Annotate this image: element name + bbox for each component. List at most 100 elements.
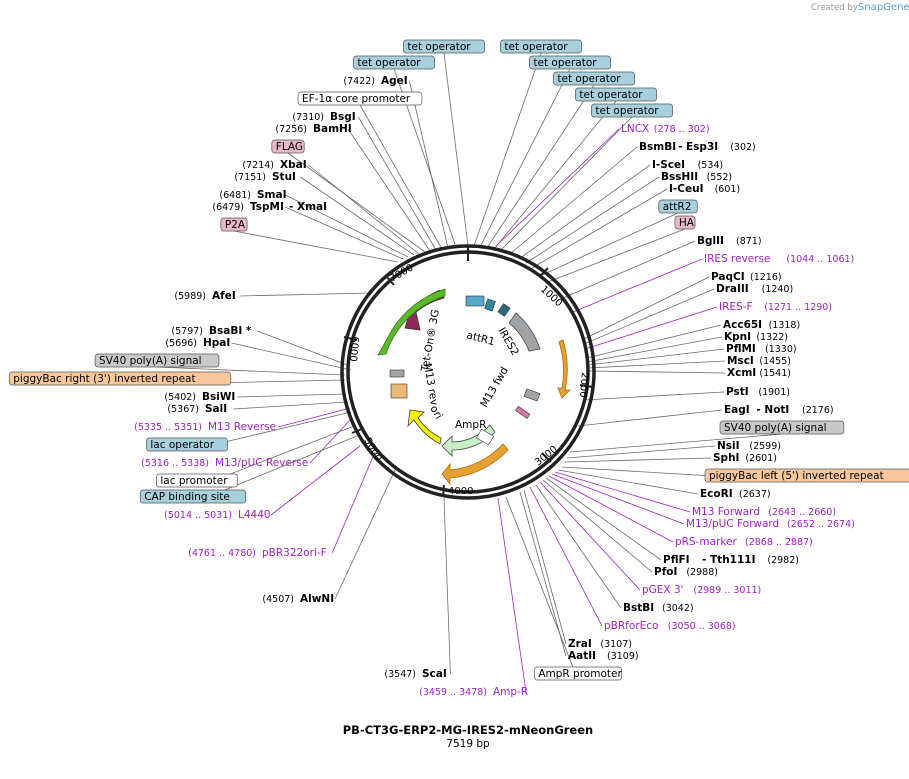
map-label-57: (1271 .. 1290)IRES-F <box>719 301 832 313</box>
site-name: PstI <box>726 386 749 398</box>
leader-line <box>284 206 404 260</box>
map-label-65: (552)BssHII <box>661 171 732 183</box>
primer-name: Amp-R <box>493 686 528 698</box>
leader-line <box>309 417 353 464</box>
inner-label-ori: ori <box>427 404 444 422</box>
site-name: EcoRI <box>700 488 733 500</box>
leader-line <box>545 477 662 561</box>
site-name: TspMI <box>250 201 284 213</box>
site-name: I-SceI <box>652 159 685 171</box>
leader-line <box>270 445 361 516</box>
inner-label-attr1: attR1 <box>465 329 496 348</box>
map-label-54: (1330) PflMI <box>726 343 797 355</box>
leader-line <box>587 348 725 366</box>
leader-line <box>331 451 376 554</box>
site-position: (302) <box>730 142 756 153</box>
leader-line <box>569 433 782 453</box>
site-name: DraIII <box>716 283 749 295</box>
map-label-31: (4507)AlwNI <box>262 593 334 605</box>
site-position: (1318) <box>769 320 801 331</box>
leader-line <box>583 288 715 345</box>
map-label-36: (3107) ZraI <box>568 638 632 650</box>
feature-label: lac promoter <box>160 475 228 487</box>
primer-position: (3050 .. 3068) <box>668 621 736 632</box>
map-label-23: (5367)SalI <box>167 403 227 415</box>
piggybac-left-block <box>515 405 531 419</box>
primer-position: (2652 .. 2674) <box>787 519 855 530</box>
leader-line <box>359 104 443 250</box>
leader-line <box>347 128 431 252</box>
leader-line <box>287 152 426 253</box>
feature-label: HA <box>679 217 695 229</box>
sv40-block-left <box>389 369 405 378</box>
site-name: I-CeuI <box>669 183 703 195</box>
ring-ticks <box>343 246 594 498</box>
map-label-43: (2652 .. 2674)M13/pUC Forward <box>686 518 855 530</box>
map-label-24: (5335 .. 5351)M13 Reverse <box>134 421 276 433</box>
site-name: ZraI <box>568 638 592 650</box>
feature-label: tet operator <box>557 73 621 85</box>
feature-label: tet operator <box>595 105 659 117</box>
feature-box <box>529 55 611 70</box>
site-position: (3547) <box>384 669 416 680</box>
site-position: (6481) <box>219 190 251 201</box>
site-name: AfeI <box>212 290 236 302</box>
site-name: EagI <box>724 404 750 416</box>
map-label-7: (7422)AgeI <box>343 75 407 87</box>
site-position: (2988) <box>686 567 718 578</box>
leader-line <box>551 473 685 525</box>
map-label-67: - Esp3I(302)BsmBI <box>639 141 756 153</box>
site-name: PaqCI <box>711 271 745 283</box>
feature-label: SV40 poly(A) signal <box>99 355 202 367</box>
site-position: (1455) <box>759 356 791 367</box>
attr2-block <box>497 303 511 317</box>
site-name: PflMI <box>726 343 756 355</box>
map-label-11: FLAG <box>271 139 305 154</box>
feature-box <box>591 103 673 118</box>
feature-label: AmpR promoter <box>538 668 622 680</box>
feature-label: tet operator <box>407 41 471 53</box>
map-label-13: (7151)StuI <box>234 171 296 183</box>
map-label-49: SV40 poly(A) signal <box>719 420 845 435</box>
map-label-4: tet operator <box>575 87 657 102</box>
map-label-61: (871)BglII <box>697 235 762 247</box>
leader-line <box>278 407 351 428</box>
map-label-66: (534)I-SceI <box>652 159 723 171</box>
feature-arcs <box>377 288 571 486</box>
feature-box <box>719 420 845 435</box>
map-label-52: (1541)XcmI <box>727 367 791 379</box>
feature-box <box>658 199 698 214</box>
leader-line <box>586 324 722 359</box>
site-position: (5367) <box>167 404 199 415</box>
site-name-2: - XmaI <box>289 201 327 213</box>
site-name: XbaI <box>280 159 307 171</box>
map-label-28: CAP binding site <box>139 489 247 504</box>
leader-line <box>539 212 679 277</box>
feature-label: FLAG <box>276 141 303 153</box>
leader-line <box>479 68 571 248</box>
site-name: BsiWI <box>202 391 235 403</box>
site-name: AlwNI <box>300 593 334 605</box>
feature-label: piggyBac left (5') inverted repeat <box>709 470 884 482</box>
map-label-45: (2637)EcoRI <box>700 488 771 500</box>
site-position: (3107) <box>600 639 632 650</box>
leader-line <box>285 194 409 258</box>
map-label-20: SV40 poly(A) signal <box>94 353 220 368</box>
primer-position: (3459 .. 3478) <box>419 687 487 698</box>
primer-position: (2989 .. 3011) <box>693 585 761 596</box>
site-name: PflFI <box>663 554 690 566</box>
map-label-64: (601)I-CeuI <box>669 183 740 195</box>
primer-name: pRS-marker <box>675 536 738 548</box>
leader-line <box>233 401 349 410</box>
primer-name: M13 Forward <box>692 506 760 518</box>
site-position: (1330) <box>765 344 797 355</box>
site-name: AgeI <box>381 75 408 87</box>
feature-label: tet operator <box>579 89 643 101</box>
leader-line <box>572 258 703 313</box>
map-label-38: (3042)BstBI <box>623 602 694 614</box>
snapgene-logo: SnapGene <box>858 2 909 13</box>
map-label-22: (5402)BsiWI <box>164 391 235 403</box>
map-label-41: - Tth111I(2982)PflFI <box>663 554 799 566</box>
ires2-arrow <box>508 312 541 352</box>
